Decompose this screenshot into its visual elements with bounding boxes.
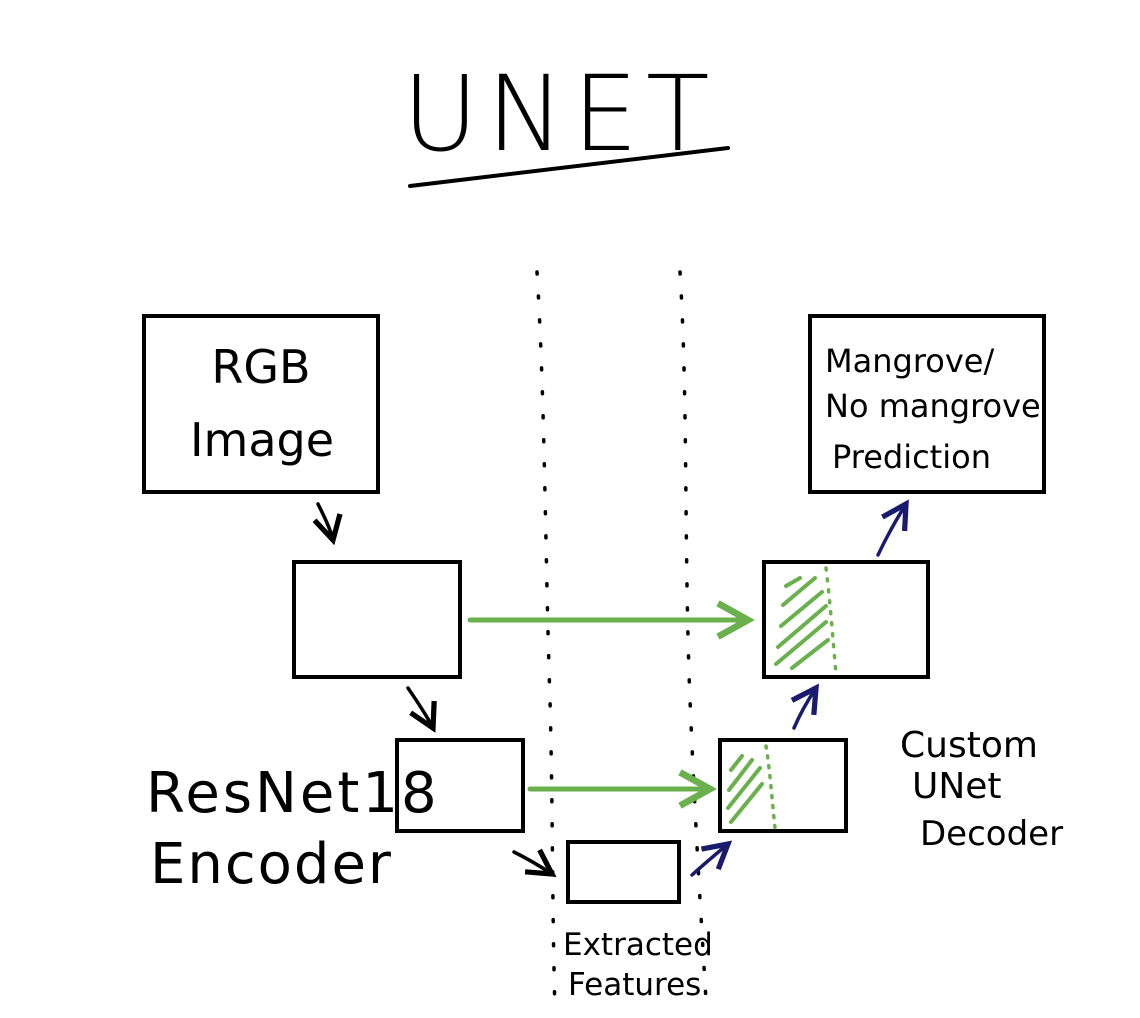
arrow-input-to-encoder1 bbox=[318, 502, 333, 540]
bottleneck-label-line1: Extracted bbox=[563, 927, 713, 963]
encoder-label-line2: Encoder bbox=[150, 832, 393, 897]
arrow-encoder1-to-encoder2 bbox=[406, 686, 433, 728]
decoder-label-line3: Decoder bbox=[920, 814, 1063, 854]
bottleneck-label-line2: Features bbox=[568, 967, 701, 1003]
title-underline bbox=[408, 146, 730, 188]
separator-left bbox=[535, 270, 557, 1014]
arrow-decoder2-to-decoder1 bbox=[794, 688, 816, 730]
encoder-block-1 bbox=[292, 560, 462, 679]
decoder-block-1 bbox=[762, 560, 930, 679]
decoder-label-line2: UNet bbox=[912, 766, 1002, 807]
arrow-encoder2-to-bottleneck bbox=[512, 852, 552, 874]
output-prediction-box bbox=[808, 314, 1046, 494]
decoder-block-2 bbox=[718, 738, 848, 833]
input-image-label-line1: RGB bbox=[211, 340, 310, 394]
arrow-bottleneck-to-decoder2 bbox=[690, 844, 728, 877]
output-prediction-label-line3: Prediction bbox=[832, 438, 991, 476]
input-image-box bbox=[142, 314, 380, 494]
arrow-decoder1-to-output bbox=[876, 504, 906, 557]
encoder-block-2 bbox=[395, 738, 525, 833]
input-image-label-line2: Image bbox=[190, 413, 334, 467]
output-prediction-label-line2: No mangrove bbox=[825, 387, 1041, 425]
output-prediction-label-line1: Mangrove/ bbox=[825, 342, 994, 380]
skip-hatch-1 bbox=[774, 566, 838, 676]
skip-hatch-2 bbox=[726, 744, 777, 830]
separator-right bbox=[678, 270, 708, 1002]
decoder-label-line1: Custom bbox=[900, 725, 1038, 766]
bottleneck-block bbox=[566, 840, 681, 904]
encoder-label-line1: ResNet18 bbox=[146, 761, 440, 826]
